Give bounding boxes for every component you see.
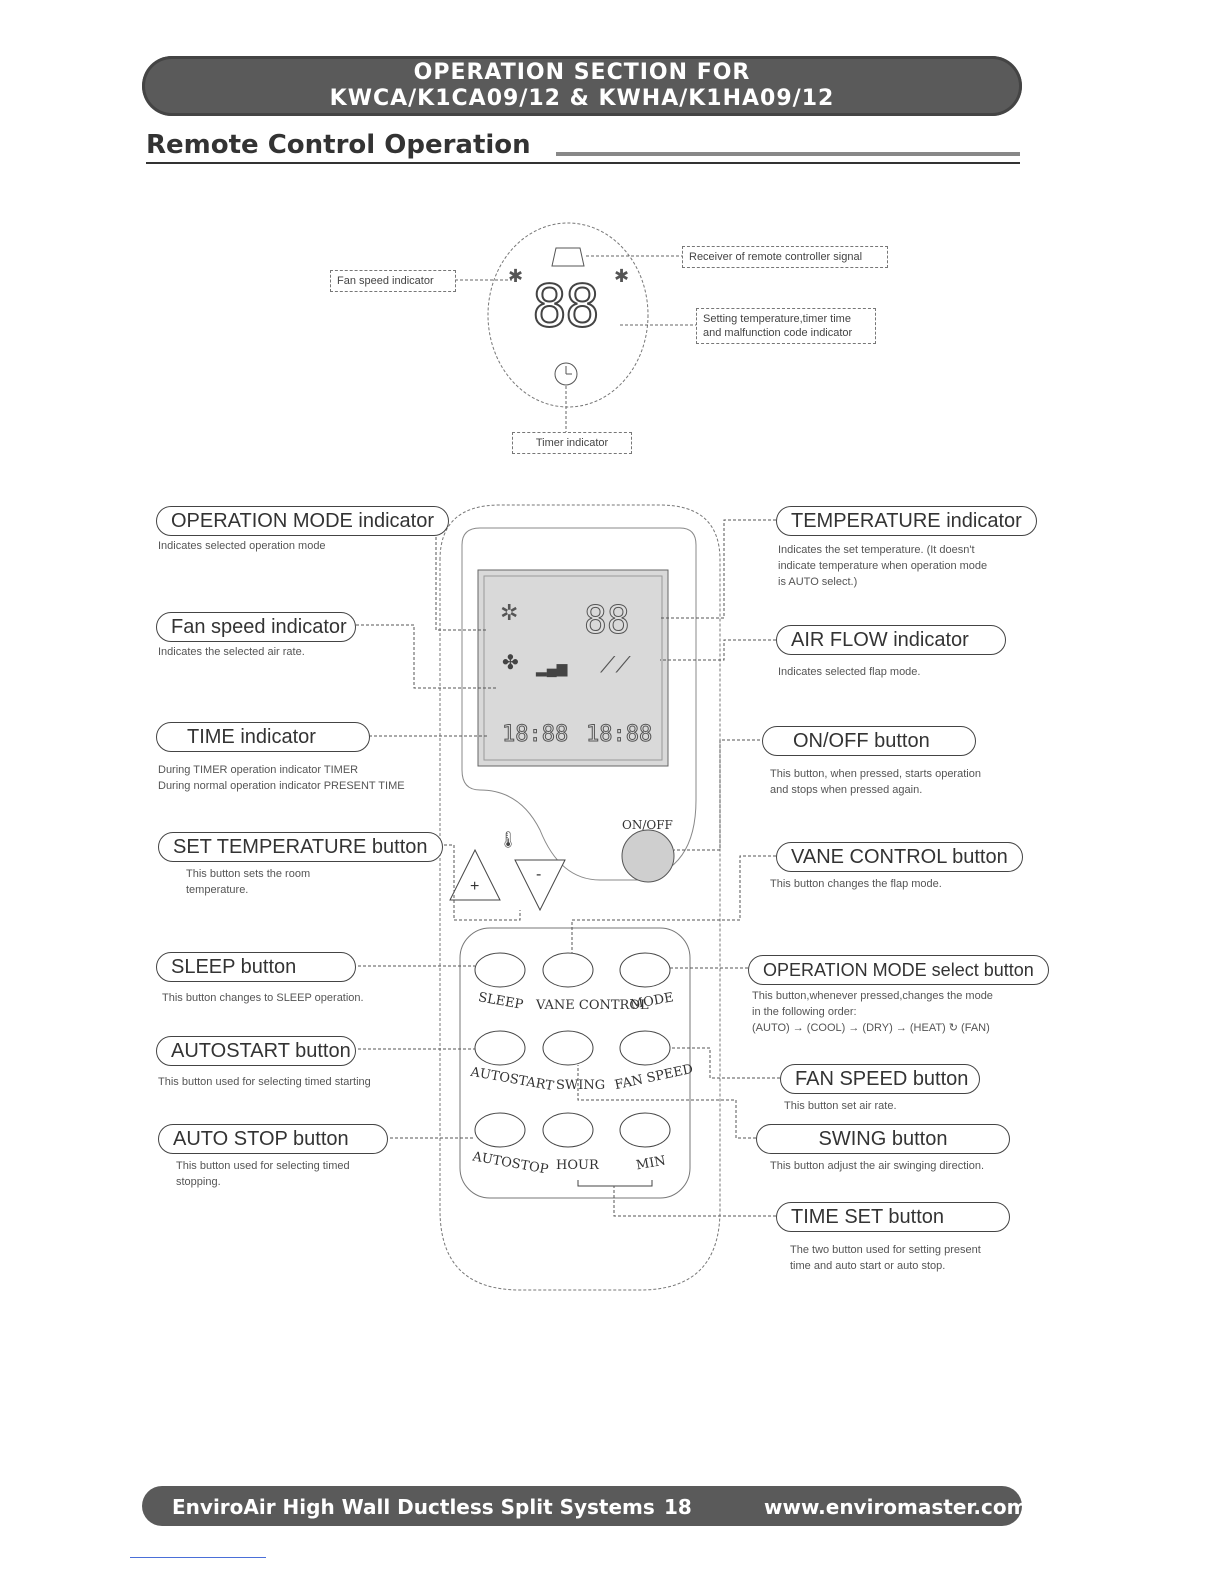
air-flow-indicator-callout: AIR FLOW indicator bbox=[776, 625, 1006, 655]
vane-control-button bbox=[542, 952, 594, 988]
autostart-desc: This button used for selecting timed sta… bbox=[158, 1076, 371, 1088]
swing-label: SWING bbox=[556, 1078, 606, 1093]
time-set-callout: TIME SET button bbox=[776, 1202, 1010, 1232]
receiver-display-digits: 88 bbox=[531, 272, 601, 340]
on-off-desc2: and stops when pressed again. bbox=[770, 784, 923, 796]
set-temperature-desc2: temperature. bbox=[186, 884, 249, 896]
autostop-desc2: stopping. bbox=[176, 1176, 221, 1188]
title-underline-bar bbox=[556, 152, 1020, 156]
vane-control-label: VANE CONTROL bbox=[536, 998, 649, 1013]
operation-mode-indicator-callout: OPERATION MODE indicator bbox=[156, 506, 450, 536]
time-set-desc1: The two button used for setting present bbox=[790, 1244, 981, 1256]
temperature-indicator-desc1: Indicates the set temperature. (It doesn… bbox=[778, 544, 975, 556]
temperature-indicator-callout: TEMPERATURE indicator bbox=[776, 506, 1037, 536]
on-off-callout: ON/OFF button bbox=[762, 726, 976, 756]
time-indicator-desc1: During TIMER operation indicator TIMER bbox=[158, 764, 359, 776]
lcd-screen bbox=[477, 569, 669, 767]
autostop-callout: AUTO STOP button bbox=[158, 1124, 388, 1154]
operation-mode-select-desc2: in the following order: bbox=[752, 1006, 857, 1018]
fan-speed-star-icon: ✱ bbox=[614, 266, 630, 286]
fan-speed-button-desc: This button set air rate. bbox=[784, 1100, 897, 1112]
fan-speed-indicator-desc: Indicates the selected air rate. bbox=[158, 646, 305, 658]
on-off-desc1: This button, when pressed, starts operat… bbox=[770, 768, 981, 780]
hour-label: HOUR bbox=[556, 1158, 599, 1173]
header-line2: KWCA/K1CA09/12 & KWHA/K1HA09/12 bbox=[329, 86, 835, 111]
on-off-button bbox=[621, 829, 675, 883]
autostop-desc1: This button used for selecting timed bbox=[176, 1160, 350, 1172]
footer-banner: EnviroAir High Wall Ductless Split Syste… bbox=[142, 1486, 1027, 1526]
swing-desc: This button adjust the air swinging dire… bbox=[770, 1160, 985, 1172]
setting-temp-label: Setting temperature,timer time and malfu… bbox=[696, 308, 876, 344]
receiver-signal-label: Receiver of remote controller signal bbox=[682, 246, 888, 268]
vane-control-callout: VANE CONTROL button bbox=[776, 842, 1023, 872]
setting-temp-line2: and malfunction code indicator bbox=[703, 327, 853, 339]
set-temperature-desc1: This button sets the room bbox=[186, 868, 311, 880]
footer-url: www.enviromaster.com bbox=[764, 1495, 1028, 1519]
lcd-fan-speed-icon: ✤ bbox=[502, 652, 519, 674]
operation-mode-select-desc3: (AUTO) → (COOL) → (DRY) → (HEAT) ↻ (FAN) bbox=[752, 1022, 990, 1034]
receiver-fan-speed-label: Fan speed indicator bbox=[330, 270, 456, 292]
on-off-desc: This button, when pressed, starts operat… bbox=[770, 766, 981, 798]
fan-speed-star-icon: ✱ bbox=[508, 266, 524, 286]
operation-mode-select-desc: This button,whenever pressed,changes the… bbox=[752, 988, 993, 1036]
header-banner: OPERATION SECTION FOR KWCA/K1CA09/12 & K… bbox=[142, 56, 1022, 116]
min-button bbox=[619, 1112, 671, 1148]
vane-control-desc: This button changes the flap mode. bbox=[770, 878, 942, 890]
time-set-desc2: time and auto start or auto stop. bbox=[790, 1260, 946, 1272]
time-indicator-desc2: During normal operation indicator PRESEN… bbox=[158, 780, 405, 792]
thermometer-icon: 🌡 bbox=[498, 832, 519, 849]
time-indicator-desc: During TIMER operation indicator TIMER D… bbox=[158, 762, 405, 794]
set-temperature-desc: This button sets the room temperature. bbox=[186, 866, 310, 898]
minus-label: - bbox=[536, 866, 542, 883]
operation-mode-select-callout: OPERATION MODE select button bbox=[748, 955, 1049, 985]
plus-label: + bbox=[470, 878, 480, 895]
receiver-window-icon bbox=[551, 247, 585, 267]
autostop-desc: This button used for selecting timed sto… bbox=[176, 1158, 350, 1190]
footer-title: EnviroAir High Wall Ductless Split Syste… bbox=[172, 1495, 655, 1519]
title-underline bbox=[146, 162, 1020, 164]
time-indicator-callout: TIME indicator bbox=[156, 722, 370, 752]
section-title: Remote Control Operation bbox=[146, 130, 531, 160]
temp-down-button bbox=[514, 859, 566, 912]
swing-callout: SWING button bbox=[756, 1124, 1010, 1154]
autostart-callout: AUTOSTART button bbox=[156, 1036, 356, 1066]
set-temperature-callout: SET TEMPERATURE button bbox=[158, 832, 443, 862]
autostop-button bbox=[474, 1112, 526, 1148]
temp-up-button bbox=[449, 848, 501, 901]
lcd-fan-icon: ✲ bbox=[500, 600, 519, 625]
timer-indicator-label: Timer indicator bbox=[512, 432, 632, 454]
fan-speed-button-callout: FAN SPEED button bbox=[780, 1064, 980, 1094]
operation-mode-indicator-desc: Indicates selected operation mode bbox=[158, 540, 326, 552]
mode-button bbox=[619, 952, 671, 988]
sleep-button bbox=[474, 952, 526, 988]
setting-temp-line1: Setting temperature,timer time bbox=[703, 313, 851, 325]
lcd-fan-bars-icon: ▂▄▆ bbox=[536, 660, 568, 676]
page-number: 18 bbox=[664, 1495, 692, 1519]
fan-speed-indicator-callout: Fan speed indicator bbox=[156, 612, 356, 642]
fan-speed-button bbox=[619, 1030, 671, 1066]
temperature-indicator-desc: Indicates the set temperature. (It doesn… bbox=[778, 542, 987, 590]
header-line1: OPERATION SECTION FOR bbox=[413, 60, 751, 85]
hour-button bbox=[542, 1112, 594, 1148]
autostart-button bbox=[474, 1030, 526, 1066]
bottom-rule bbox=[130, 1557, 266, 1558]
swing-button bbox=[542, 1030, 594, 1066]
temperature-indicator-desc2: indicate temperature when operation mode bbox=[778, 560, 988, 572]
lcd-temperature-digits: 88 bbox=[584, 598, 631, 643]
time-set-desc: The two button used for setting present … bbox=[790, 1242, 981, 1274]
on-off-label: ON/OFF bbox=[622, 818, 673, 832]
operation-mode-select-desc1: This button,whenever pressed,changes the… bbox=[752, 990, 993, 1002]
sleep-callout: SLEEP button bbox=[156, 952, 356, 982]
sleep-desc: This button changes to SLEEP operation. bbox=[162, 992, 364, 1004]
receiver-display-circle bbox=[487, 222, 649, 408]
lcd-time-right: 18:88 bbox=[585, 722, 653, 748]
lcd-airflow-icon: ⟋⟋ bbox=[600, 652, 631, 677]
lcd-time-left: 18:88 bbox=[501, 722, 569, 748]
temperature-indicator-desc3: is AUTO select.) bbox=[778, 576, 858, 588]
air-flow-indicator-desc: Indicates selected flap mode. bbox=[778, 666, 921, 678]
